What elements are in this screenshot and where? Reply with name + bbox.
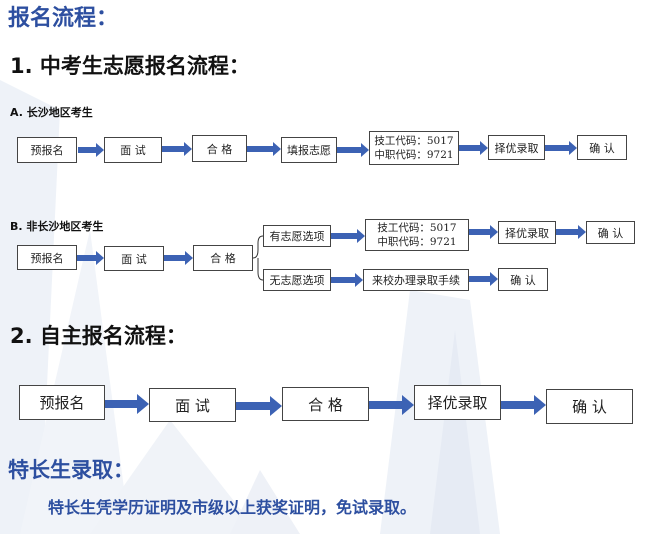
special-title: 特长生录取：	[8, 458, 134, 482]
b-with-preference: 有志愿选项	[263, 225, 331, 247]
a-codes-box: 技工代码：5017 中职代码：9721	[369, 131, 459, 165]
a-step-select: 择优录取	[488, 135, 545, 160]
arrow-a-3	[247, 142, 281, 156]
b-step-campus: 来校办理录取手续	[363, 269, 469, 291]
s2-step-select: 择优录取	[414, 385, 501, 420]
arrow-s2-3	[369, 395, 414, 415]
a-step-interview: 面 试	[104, 137, 162, 163]
a-code-vocational: 中职代码：9721	[374, 149, 454, 161]
arrow-a-4	[337, 143, 369, 157]
a-step-preregister: 预报名	[17, 137, 77, 163]
b-step-qualified: 合 格	[193, 245, 253, 271]
special-description: 特长生凭学历证明及市级以上获奖证明，免试录取。	[48, 498, 417, 517]
b-step-confirm-1: 确 认	[586, 221, 635, 244]
a-step-qualified: 合 格	[192, 135, 247, 162]
arrow-b-6	[331, 273, 363, 287]
s2-step-preregister: 预报名	[19, 385, 105, 420]
arrow-b-7	[469, 272, 498, 286]
b-step-preregister: 预报名	[17, 245, 77, 270]
arrow-a-6	[545, 141, 577, 155]
arrow-b-2	[164, 251, 193, 265]
b-no-preference: 无志愿选项	[263, 269, 331, 291]
arrow-b-3	[331, 229, 365, 243]
b-step-interview: 面 试	[104, 246, 164, 271]
s2-step-confirm: 确 认	[546, 389, 633, 424]
arrow-b-5	[556, 225, 586, 239]
section1-title: 1. 中考生志愿报名流程：	[10, 54, 250, 78]
b-code-vocational: 中职代码：9721	[377, 236, 457, 248]
group-a-label: A. 长沙地区考生	[10, 106, 93, 119]
arrow-a-5	[459, 141, 488, 155]
a-step-fill-preference: 填报志愿	[281, 137, 337, 163]
arrow-b-1	[77, 251, 104, 265]
b-step-select: 择优录取	[498, 221, 556, 244]
b-code-technical: 技工代码：5017	[377, 221, 457, 234]
b-step-confirm-2: 确 认	[498, 268, 548, 291]
a-step-confirm: 确 认	[577, 135, 627, 160]
arrow-b-4	[469, 225, 498, 239]
branch-connector	[252, 235, 264, 281]
arrow-a-2	[162, 142, 192, 156]
s2-step-qualified: 合 格	[282, 387, 369, 421]
arrow-a-1	[78, 143, 104, 157]
s2-step-interview: 面 试	[149, 388, 236, 422]
arrow-s2-4	[501, 395, 546, 415]
a-code-technical: 技工代码：5017	[374, 134, 454, 147]
section2-title: 2. 自主报名流程：	[10, 324, 187, 348]
group-b-label: B. 非长沙地区考生	[10, 220, 104, 233]
arrow-s2-1	[105, 394, 149, 414]
page-title: 报名流程：	[8, 6, 119, 31]
b-codes-box: 技工代码：5017 中职代码：9721	[365, 219, 469, 251]
arrow-s2-2	[236, 396, 282, 416]
